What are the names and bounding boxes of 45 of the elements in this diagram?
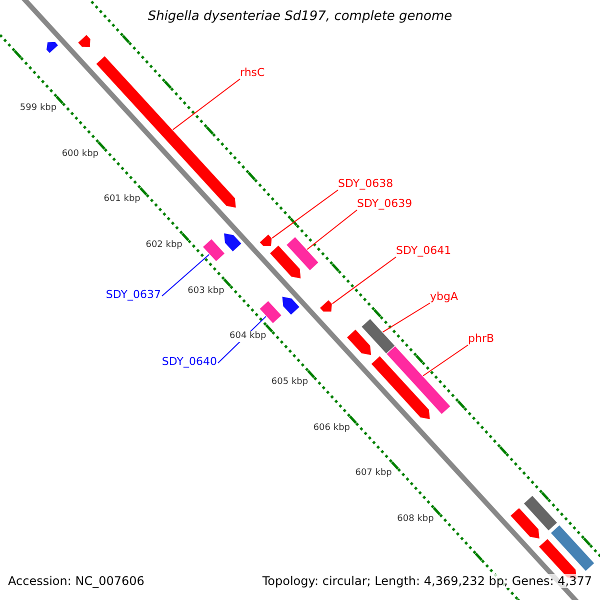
gene-label: SDY_0638 bbox=[338, 177, 394, 191]
leader-line bbox=[382, 302, 430, 333]
accession-text: Accession: NC_007606 bbox=[8, 574, 144, 588]
title: Shigella dysenteriae Sd197, complete genome bbox=[146, 10, 454, 24]
gene-block bbox=[346, 328, 372, 356]
gene-block bbox=[370, 355, 431, 420]
gene-label: SDY_0637 bbox=[106, 288, 161, 302]
scale-label: 604 kbp bbox=[230, 331, 266, 342]
gene-block bbox=[360, 318, 396, 354]
scale-label: 606 kbp bbox=[313, 422, 350, 434]
gene-block bbox=[550, 524, 595, 572]
gene-block bbox=[286, 236, 320, 272]
leader-line bbox=[162, 254, 210, 296]
genome-info-text: Topology: circular; Length: 4,369,232 bp; Genes: 4,377 bbox=[262, 574, 592, 588]
gene-block bbox=[258, 234, 272, 247]
gene-label: SDY_0639 bbox=[357, 197, 412, 211]
scale-label: 603 kbp bbox=[188, 286, 224, 297]
gene-block bbox=[46, 41, 59, 54]
leader-line bbox=[306, 210, 358, 250]
gene-label: SDY_0641 bbox=[396, 244, 452, 258]
gene-block bbox=[523, 494, 558, 532]
leader-line bbox=[422, 344, 468, 376]
gene-label: SDY_0640 bbox=[162, 355, 217, 369]
gene-block bbox=[258, 300, 282, 324]
scale-label: 601 kbp bbox=[104, 194, 140, 206]
gene-label: phrB bbox=[468, 332, 494, 346]
gene-block bbox=[282, 296, 300, 316]
scale-label: 607 kbp bbox=[355, 468, 392, 480]
gene-block bbox=[223, 232, 242, 252]
scale-label: 605 kbp bbox=[271, 377, 308, 388]
scale-label: 599 kbp bbox=[20, 102, 57, 114]
gene-block bbox=[386, 345, 452, 415]
scale-label: 602 kbp bbox=[146, 240, 182, 251]
gene-block bbox=[510, 507, 540, 540]
gene-block bbox=[202, 238, 226, 262]
leader-line bbox=[272, 190, 338, 239]
gene-label: ybgA bbox=[430, 290, 458, 304]
gene-block bbox=[269, 244, 302, 280]
scale-label: 608 kbp bbox=[397, 514, 434, 526]
scale-label: 600 kbp bbox=[62, 148, 98, 160]
gene-block bbox=[319, 299, 333, 312]
leader-line bbox=[332, 256, 396, 304]
gene-label: rhsC bbox=[240, 66, 265, 80]
leader-line bbox=[172, 78, 240, 130]
gene-block bbox=[77, 34, 91, 48]
